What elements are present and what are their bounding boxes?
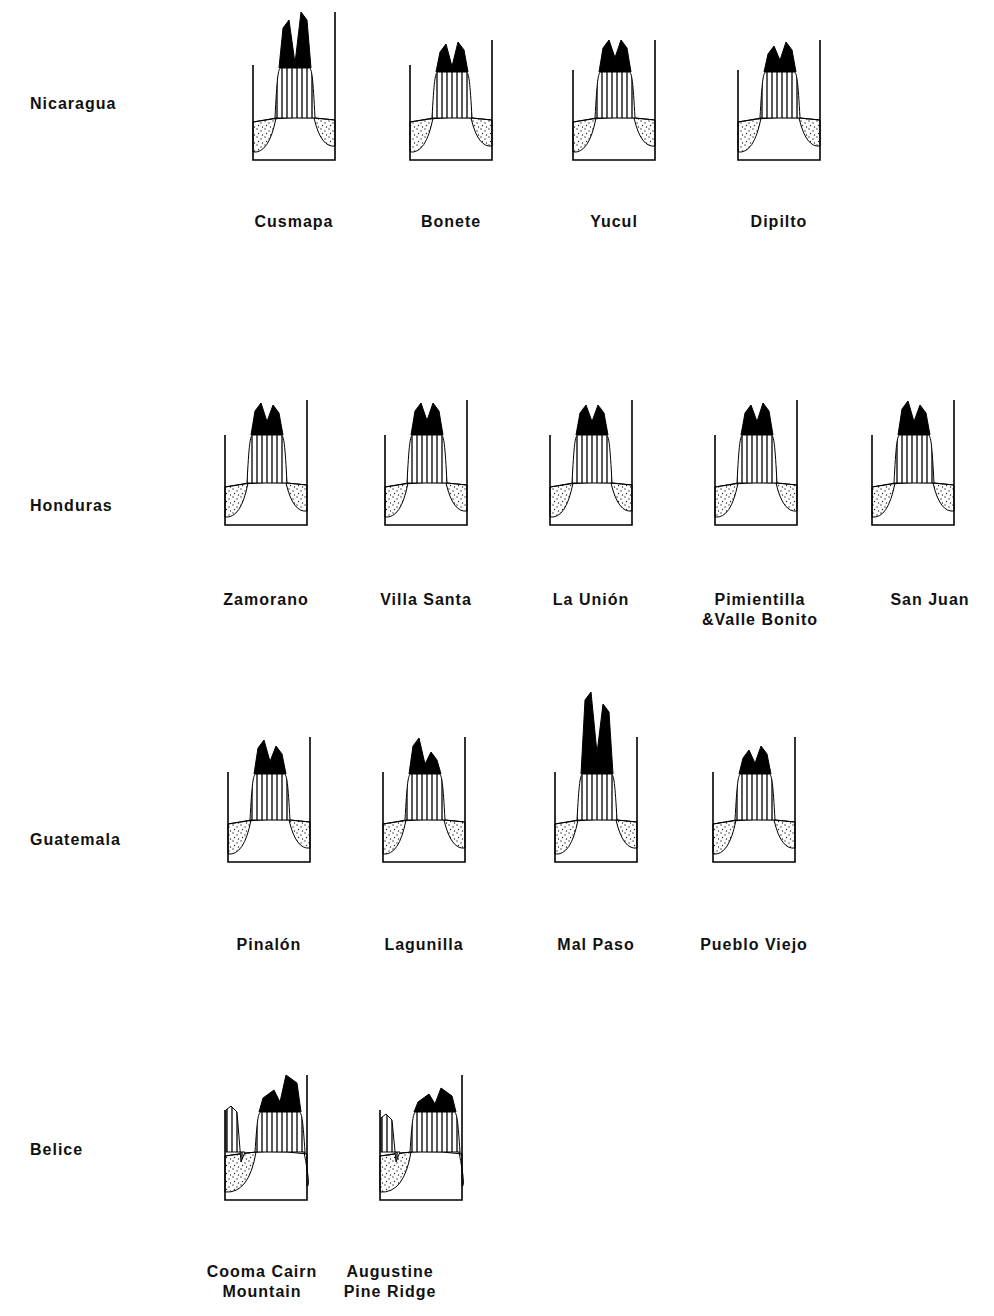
peak-cap — [414, 1088, 456, 1112]
peak-cap — [251, 403, 283, 435]
site-label: Augustine Pine Ridge — [340, 1262, 440, 1302]
striped-block — [247, 435, 287, 483]
chart-frame — [225, 1075, 307, 1200]
stipple-area — [471, 118, 492, 146]
stipple-area — [228, 820, 251, 854]
peak-cap — [581, 692, 613, 774]
site-label: Pimientilla &Valle Bonito — [692, 590, 828, 630]
country-label: Honduras — [30, 496, 113, 516]
chart-frame — [738, 40, 820, 160]
peak-cap — [599, 40, 631, 72]
peak-cap — [576, 405, 608, 435]
striped-block — [735, 774, 775, 820]
site-label: Dipilto — [751, 212, 808, 232]
peak-cap — [411, 403, 443, 435]
stipple-area — [550, 483, 573, 517]
striped-block — [250, 774, 290, 820]
striped-block — [410, 1112, 460, 1152]
site-label: Pueblo Viejo — [700, 935, 808, 955]
chart-frame — [253, 12, 335, 160]
stipple-area — [286, 483, 307, 511]
chart-frame — [225, 400, 307, 525]
site-label: San Juan — [890, 590, 969, 610]
stipple-area — [738, 118, 761, 152]
peak-cap — [436, 42, 468, 72]
stipple-area — [385, 483, 408, 517]
striped-block — [405, 774, 445, 820]
site-label: Mal Paso — [557, 935, 634, 955]
chart-frame — [385, 400, 467, 525]
site-label: Bonete — [421, 212, 481, 232]
stipple-area — [225, 483, 248, 517]
peak-cap — [279, 12, 311, 68]
stipple-area — [446, 483, 467, 511]
stipple-area — [634, 118, 655, 146]
chart-frame — [383, 737, 465, 862]
chart-frame — [380, 1075, 462, 1200]
stipple-area — [383, 820, 406, 854]
peak-cap — [741, 403, 773, 435]
chart-frame — [555, 737, 637, 862]
striped-block — [595, 72, 635, 118]
site-label: Cusmapa — [254, 212, 333, 232]
stipple-area — [444, 820, 465, 848]
site-label: Lagunilla — [384, 935, 463, 955]
site-label: Cooma Cairn Mountain — [203, 1262, 321, 1302]
striped-block — [760, 72, 800, 118]
chart-frame — [573, 40, 655, 160]
stipple-area — [799, 118, 820, 146]
striped-block — [381, 1114, 400, 1162]
stipple-area — [555, 820, 578, 854]
stipple-area — [933, 483, 954, 511]
stipple-area — [872, 483, 895, 517]
striped-block — [275, 68, 315, 118]
peak-cap — [898, 401, 930, 435]
stipple-area — [611, 483, 632, 511]
stipple-area — [410, 118, 433, 152]
chart-frame — [228, 737, 310, 862]
stipple-area — [314, 118, 335, 146]
stipple-area — [713, 820, 736, 854]
striped-block — [572, 435, 612, 483]
site-label: Villa Santa — [380, 590, 472, 610]
chart-frame — [715, 400, 797, 525]
striped-block — [894, 435, 934, 483]
striped-block — [737, 435, 777, 483]
striped-block — [407, 435, 447, 483]
peak-cap — [764, 42, 796, 72]
peak-cap — [409, 738, 441, 774]
striped-block — [432, 72, 472, 118]
site-label: La Unión — [553, 590, 629, 610]
stipple-area — [616, 820, 637, 848]
peak-cap — [739, 746, 771, 774]
stipple-area — [776, 483, 797, 511]
country-label: Belice — [30, 1140, 83, 1160]
striped-block — [577, 774, 617, 820]
stipple-area — [774, 820, 795, 848]
chart-frame — [872, 400, 954, 525]
striped-block — [226, 1106, 245, 1162]
peak-cap — [259, 1075, 301, 1112]
striped-block — [255, 1112, 305, 1152]
country-label: Guatemala — [30, 830, 121, 850]
site-label: Yucul — [590, 212, 638, 232]
chart-frame — [410, 40, 492, 160]
stipple-area — [253, 118, 276, 152]
country-label: Nicaragua — [30, 94, 116, 114]
peak-cap — [254, 740, 286, 774]
site-label: Pinalón — [237, 935, 302, 955]
stipple-area — [715, 483, 738, 517]
chart-frame — [713, 737, 795, 862]
site-label: Zamorano — [223, 590, 308, 610]
stipple-area — [573, 118, 596, 152]
stipple-area — [289, 820, 310, 848]
chart-frame — [550, 400, 632, 525]
